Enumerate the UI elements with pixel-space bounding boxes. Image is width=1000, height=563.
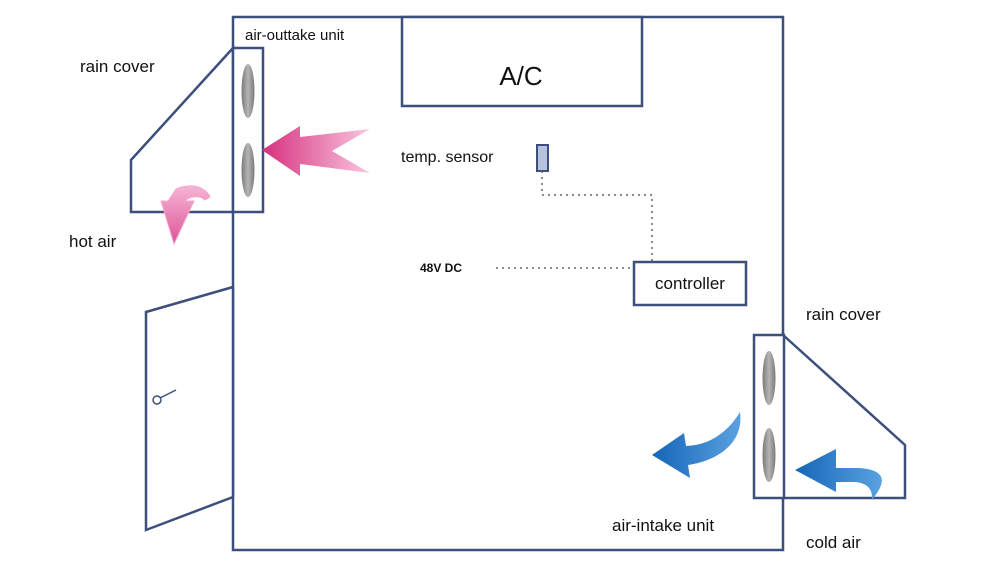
outtake-fan-bottom — [241, 143, 255, 197]
temp-sensor-label: temp. sensor — [401, 149, 494, 166]
ac-label: A/C — [499, 61, 542, 91]
cold-air-label: cold air — [806, 533, 861, 552]
door-handle-lever — [159, 389, 177, 399]
cabinet-door — [144, 285, 235, 532]
controller-label: controller — [655, 274, 725, 293]
hot-air-inflow-arrow — [262, 126, 370, 176]
ac-unit-box — [400, 15, 644, 108]
intake-fan-bottom — [762, 428, 776, 482]
hot-air-exit-arrow — [160, 185, 211, 246]
sensor-to-controller-wire — [541, 171, 653, 262]
intake-fan-top — [762, 351, 776, 405]
air-intake-label: air-intake unit — [612, 516, 714, 535]
outtake-fan-top — [241, 64, 255, 118]
dc-power-label: 48V DC — [420, 261, 462, 275]
rain-cover-right-label: rain cover — [806, 305, 881, 324]
cold-air-outflow-arrow — [652, 412, 741, 478]
hot-air-label: hot air — [69, 232, 117, 251]
rain-cover-left-label: rain cover — [80, 57, 155, 76]
temp-sensor — [536, 144, 549, 172]
cold-air-inflow-arrow — [795, 449, 882, 500]
controller-box — [632, 260, 748, 307]
door-handle-knob — [152, 395, 162, 405]
air-outtake-label: air-outtake unit — [245, 27, 345, 44]
